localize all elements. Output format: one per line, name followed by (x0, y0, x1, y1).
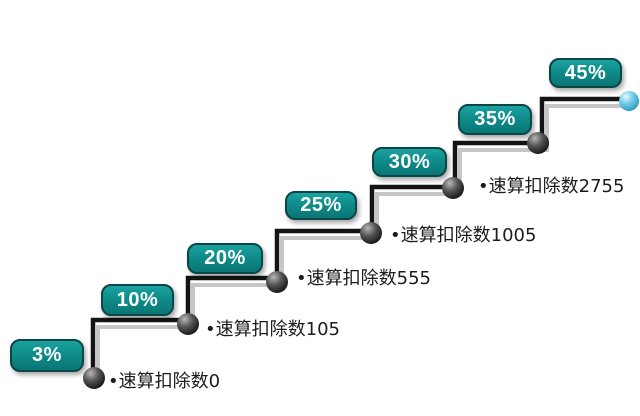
step-line-shadow (96, 104, 633, 385)
rate-badge-20pct: 20% (187, 243, 263, 274)
rate-badge-30pct: 30% (372, 147, 447, 177)
deduction-label-3: •速算扣除数1005 (390, 225, 537, 246)
end-node-blue (619, 91, 639, 111)
rate-badge-3pct: 3% (10, 339, 84, 372)
rate-badge-35pct: 35% (458, 104, 532, 135)
step-node-4 (360, 222, 382, 244)
step-node-2 (177, 313, 199, 335)
step-node-3 (266, 271, 288, 293)
rate-badge-10pct: 10% (101, 284, 174, 316)
deduction-label-1: •速算扣除数105 (205, 319, 340, 340)
step-node-1 (83, 367, 105, 389)
step-node-5 (442, 177, 464, 199)
deduction-label-2: •速算扣除数555 (296, 268, 431, 289)
step-node-6 (527, 132, 549, 154)
deduction-label-4: •速算扣除数2755 (478, 176, 625, 197)
rate-badge-45pct: 45% (549, 58, 622, 88)
rate-badge-25pct: 25% (285, 191, 357, 220)
deduction-label-0: •速算扣除数0 (108, 371, 221, 392)
